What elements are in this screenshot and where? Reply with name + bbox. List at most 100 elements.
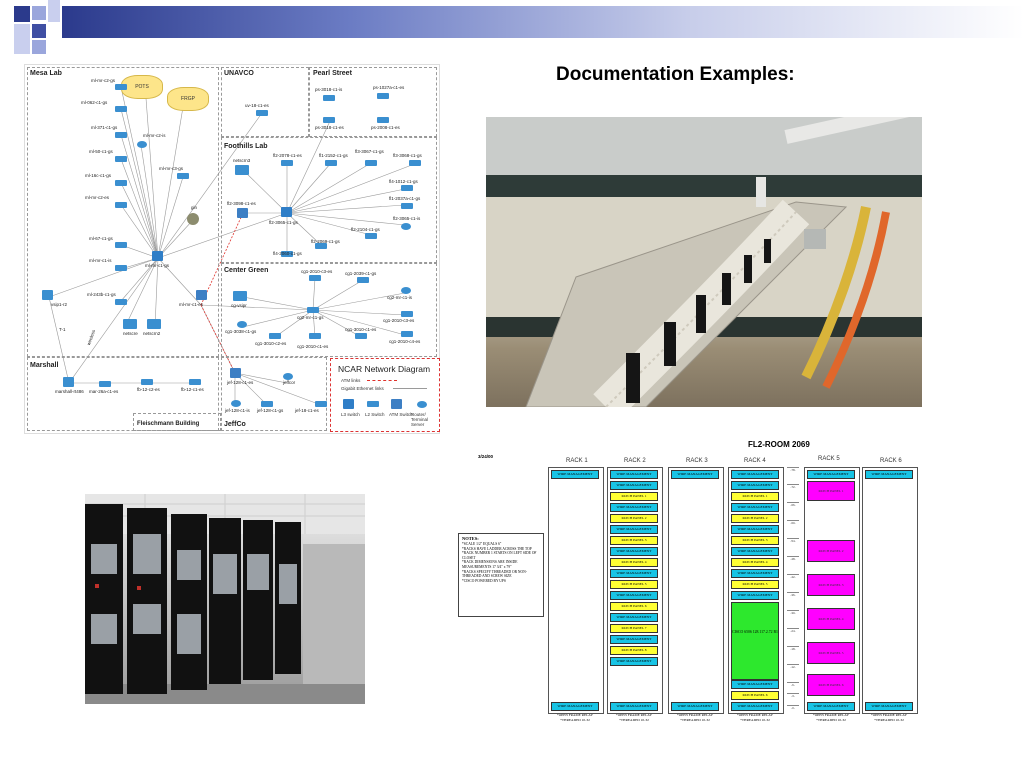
rack-4: WIRE MANAGEMENT WIRE MANAGEMENT PATCH PA… — [728, 467, 784, 714]
ruler-mark: -60- — [787, 520, 799, 525]
rack-slot: PATCH PANEL 7 — [610, 624, 658, 633]
zone-unavco — [221, 67, 309, 137]
router-icon — [63, 377, 74, 387]
node-label: ml-mr-c1-is — [89, 258, 112, 263]
firewall-icon — [123, 319, 137, 329]
rack-slot: PATCH PANEL 3 — [610, 536, 658, 545]
rack-slot: WIRE MANAGEMENT — [551, 470, 599, 479]
zone-fleischmann — [133, 413, 221, 431]
zone-label: Mesa Lab — [30, 70, 62, 77]
switch-icon — [325, 160, 337, 166]
switch-icon — [189, 379, 201, 385]
rack-slot: PATCH PANEL 2 — [731, 514, 779, 523]
atm-switch-icon — [237, 208, 248, 218]
zone-marshall — [27, 357, 219, 431]
node-label: ml-371-c1-gs — [91, 125, 118, 130]
switch-icon — [115, 132, 127, 138]
rack-footer: *OPEN FRAME RELAY*THREADED 10-32 — [725, 713, 785, 723]
ruler-mark: -72- — [787, 484, 799, 489]
rack-slot: PATCH PANEL 2 — [610, 514, 658, 523]
l3-switch-icon — [281, 207, 292, 217]
zone-pearl-street — [309, 67, 437, 137]
switch-icon — [141, 379, 153, 385]
node-label: jef-128-c1-es — [227, 380, 254, 385]
switch-icon — [115, 156, 127, 162]
legend-gige-line — [393, 388, 427, 389]
node-label: cg-vsipr — [231, 303, 247, 308]
rack-slot: PATCH PANEL 2 — [807, 540, 855, 562]
switch-icon — [115, 242, 127, 248]
atm-switch-icon — [391, 399, 402, 409]
ruler-mark: -24- — [787, 628, 799, 633]
node-label: jeffcor — [283, 380, 296, 385]
node-label: ml-50-c1-gs — [89, 149, 113, 154]
node-label: jef-128-c1-gs — [257, 408, 284, 413]
pots-cloud: POTS — [121, 75, 163, 99]
node-label: ps-1027a-c1-es — [373, 85, 405, 90]
note-item: *CISCO POWERED BY UPS — [462, 578, 506, 583]
node-label: cg2-mr-c1-is — [387, 295, 413, 300]
node-label: fl1-2152-c1-gs — [319, 153, 348, 158]
rack-footer-line: *OPEN FRAME RELAY — [556, 713, 594, 717]
decor-square — [32, 24, 46, 38]
rack-diagram-date: 3/24/00 — [478, 454, 494, 459]
ruler-mark: -78- — [787, 467, 799, 472]
rack-footer-line: *THREADED 10-32 — [680, 718, 710, 722]
switch-icon — [309, 275, 321, 281]
rack-slot: WIRE MANAGEMENT — [865, 702, 913, 711]
rack-6: WIRE MANAGEMENT WIRE MANAGEMENT — [862, 467, 918, 714]
rack-footer-line: *OPEN FRAME RELAY — [736, 713, 774, 717]
rack-slot: WIRE MANAGEMENT — [610, 591, 658, 600]
zone-mesa-lab — [27, 67, 219, 357]
ruler-mark: -6- — [787, 682, 799, 687]
switch-icon — [401, 185, 413, 191]
switch-icon — [355, 333, 367, 339]
rack-slot: PATCH PANEL 1 — [731, 492, 779, 501]
rack-label: RACK 5 — [818, 456, 840, 462]
router-icon — [137, 141, 147, 148]
node-label: vsip1-r2 — [51, 302, 68, 307]
node-label: ml-16c-c1-gs — [85, 173, 112, 178]
switch-icon — [307, 307, 319, 313]
server-room-photo — [85, 494, 365, 704]
switch-icon — [261, 401, 273, 407]
atm-switch-icon — [230, 368, 241, 378]
node-label: fb-12-c2-es — [137, 387, 160, 392]
node-label: gin — [191, 205, 198, 210]
node-label: ps-3018-c1-is — [315, 87, 343, 92]
legend-item-label: L3 switch — [341, 412, 360, 417]
decor-square — [14, 24, 30, 54]
node-label: netscrn2 — [143, 331, 161, 336]
switch-icon — [365, 233, 377, 239]
network-diagram: Mesa Lab UNAVCO Pearl Street Foothills L… — [24, 64, 440, 434]
switch-icon — [367, 401, 379, 407]
node-label: fl3-3068-c1-gs — [393, 153, 422, 158]
node-label: jef-128-c1-is — [225, 408, 250, 413]
zone-label: Fleischmann Building — [137, 421, 200, 427]
switch-icon — [269, 333, 281, 339]
rack-slot: WIRE MANAGEMENT — [731, 702, 779, 711]
ruler-mark: -18- — [787, 646, 799, 651]
rack-slot: PATCH PANEL 3 — [807, 574, 855, 596]
rack-slot: PATCH PANEL 5 — [731, 580, 779, 589]
zone-center-green — [221, 263, 437, 357]
zone-label: Center Green — [224, 267, 269, 274]
rack-slot: WIRE MANAGEMENT — [731, 591, 779, 600]
rack-slot: PATCH PANEL 4 — [610, 558, 658, 567]
node-label: fl3-3067-c1-gs — [355, 149, 384, 154]
node-label: fb-12-c1-es — [181, 387, 204, 392]
switch-icon — [115, 106, 127, 112]
rack-diagram-title: FL2-ROOM 2069 — [748, 440, 810, 449]
router-icon — [237, 321, 247, 328]
node-label: ml-062-c1-gs — [81, 100, 108, 105]
switch-icon — [309, 333, 321, 339]
firewall-icon — [235, 165, 249, 175]
firewall-icon — [233, 291, 247, 301]
rack-slot: WIRE MANAGEMENT — [731, 680, 779, 689]
node-label: ml-243b-c1-gs — [87, 292, 116, 297]
rack-elevation-diagram: FL2-ROOM 2069 3/24/00 RACK 1 RACK 2 RACK… — [458, 438, 920, 730]
switch-icon — [315, 401, 327, 407]
node-label: T-1 — [59, 327, 66, 332]
node-label: ml-mr-c2-gs — [91, 78, 115, 83]
rack-footer-line: *THREADED 10-32 — [874, 718, 904, 722]
